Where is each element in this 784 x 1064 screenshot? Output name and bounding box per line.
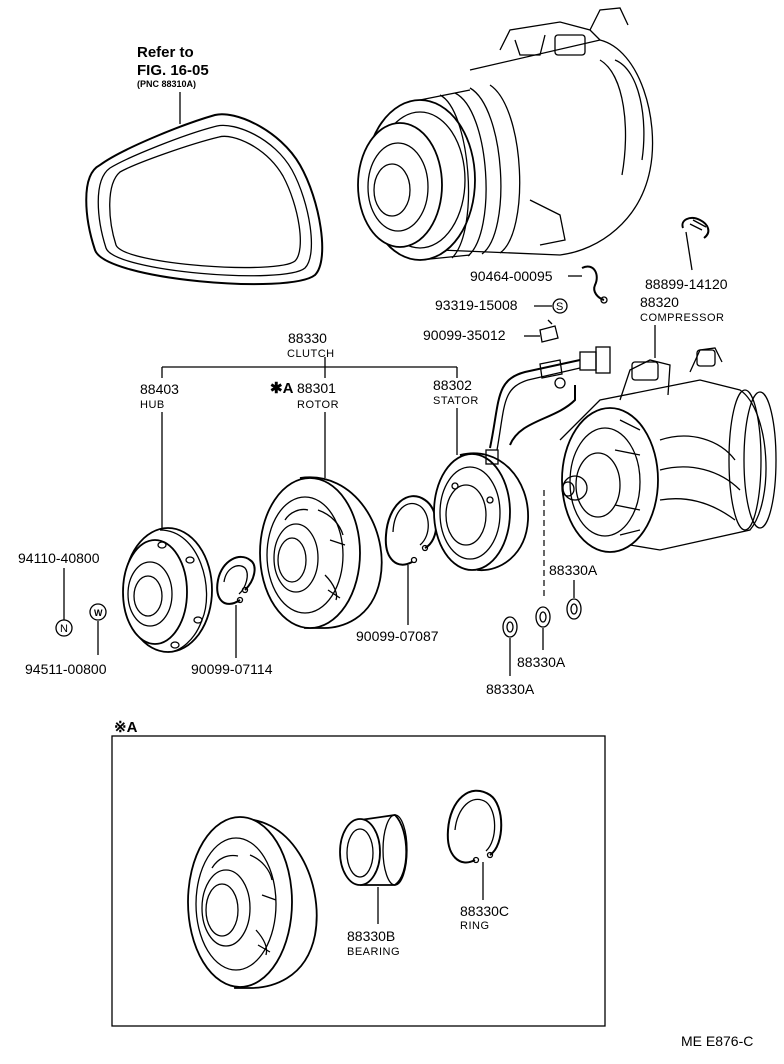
detail-box-title: ※A: [114, 719, 138, 736]
nut-marker[interactable]: [55, 619, 73, 637]
belt-ref-line3: (PNC 88310A): [137, 79, 196, 89]
label-90099-07114: 90099-07114: [191, 661, 273, 677]
label-94511-00800: 94511-00800: [25, 661, 107, 677]
clamp-90464[interactable]: [581, 265, 608, 304]
label-88330A-top: 88330A: [549, 562, 598, 578]
belt-ref-line2: FIG. 16-05: [137, 62, 209, 79]
stator-88302[interactable]: [433, 449, 529, 571]
rotor-detail[interactable]: [187, 816, 318, 989]
label-88403-name: HUB: [140, 399, 165, 411]
figure-code: ME E876-C: [681, 1033, 753, 1049]
v-belt[interactable]: [85, 113, 324, 286]
ring-88330C[interactable]: [446, 789, 503, 864]
label-88330C-name: RING: [460, 920, 490, 932]
screw-marker-letter: S: [556, 301, 564, 313]
label-90099-35012: 90099-35012: [423, 327, 506, 343]
label-88320-name: COMPRESSOR: [640, 312, 724, 324]
label-88330B: 88330B: [347, 928, 395, 944]
label-88320: 88320: [640, 294, 679, 310]
screw-marker[interactable]: [552, 298, 568, 314]
snap-ring-90099-07087[interactable]: [384, 495, 438, 566]
clutch-bracket: [161, 357, 458, 378]
label-88899-14120: 88899-14120: [645, 276, 728, 292]
washer-marker[interactable]: [89, 603, 107, 621]
label-88301: 88301: [297, 380, 336, 396]
nut-marker-letter: N: [60, 623, 68, 635]
label-88330-name: CLUTCH: [287, 348, 335, 360]
compressor-88320[interactable]: [559, 347, 777, 553]
shim-88330A-3[interactable]: [566, 598, 582, 620]
label-94110-40800: 94110-40800: [18, 550, 100, 566]
shim-88330A-1[interactable]: [502, 616, 518, 638]
label-88330B-name: BEARING: [347, 946, 400, 958]
label-88330C: 88330C: [460, 903, 509, 919]
label-88301-name: ROTOR: [297, 399, 339, 411]
label-88403: 88403: [140, 381, 179, 397]
label-88301-mark: ✱A: [270, 380, 294, 397]
compressor-overview[interactable]: [357, 7, 654, 261]
label-90464-00095: 90464-00095: [470, 268, 553, 284]
label-88302: 88302: [433, 377, 472, 393]
rotor-88301[interactable]: [259, 476, 383, 629]
shim-88330A-2[interactable]: [535, 606, 551, 628]
label-90099-07087: 90099-07087: [356, 628, 439, 644]
bearing-88330B[interactable]: [339, 814, 408, 886]
label-88302-name: STATOR: [433, 395, 479, 407]
hub-88403[interactable]: [122, 527, 213, 653]
label-93319-15008: 93319-15008: [435, 297, 518, 313]
label-88330A-bottom: 88330A: [486, 681, 535, 697]
snap-ring-90099-07114[interactable]: [216, 555, 256, 605]
stator-lead-wire[interactable]: [489, 346, 611, 451]
clip-88899[interactable]: [681, 217, 710, 271]
washer-marker-letter: W: [94, 608, 103, 618]
bracket-90099-35012[interactable]: [539, 319, 559, 343]
label-88330A-mid: 88330A: [517, 654, 566, 670]
detail-box: [111, 735, 606, 1027]
belt-ref-line1: Refer to: [137, 44, 194, 61]
label-88330: 88330: [288, 330, 327, 346]
